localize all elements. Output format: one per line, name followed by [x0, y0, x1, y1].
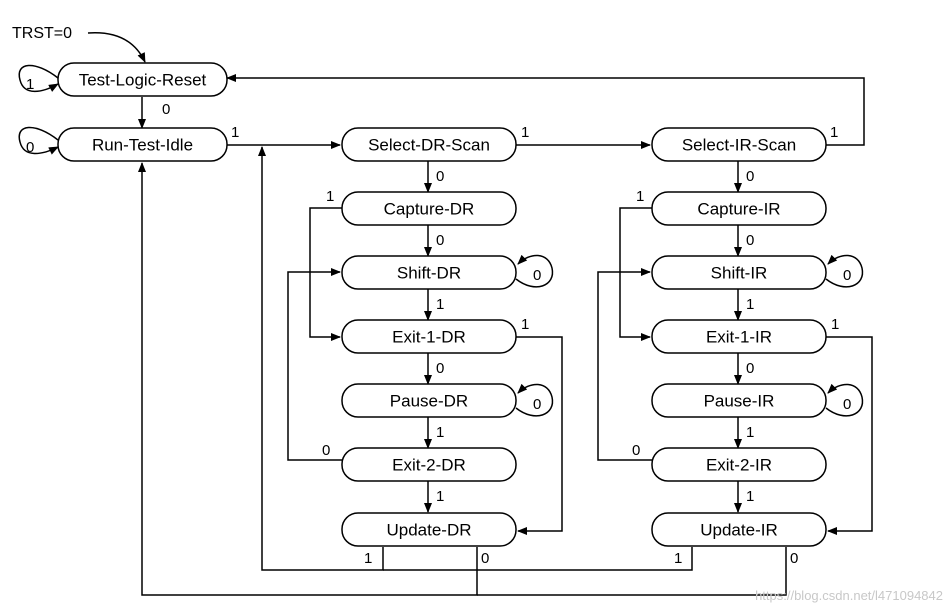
state-select-dr-scan: Select-DR-Scan [341, 127, 517, 162]
label-e1dr-pdr: 0 [436, 360, 444, 377]
label-rti-loop: 0 [26, 139, 34, 156]
label-sir-tlr: 1 [830, 124, 838, 141]
label-udr-0: 0 [481, 550, 489, 567]
edge-udr-sdr [258, 146, 384, 571]
edge-e2ir-shir [597, 268, 652, 461]
label-rti-sdr: 1 [231, 124, 239, 141]
label-cdr-shdr: 0 [436, 232, 444, 249]
label-uir-1: 1 [674, 550, 682, 567]
trst-arrow [87, 32, 146, 63]
state-label: Pause-DR [390, 392, 468, 411]
edge-e1ir-uir [826, 336, 873, 535]
label-pdr-loop: 0 [533, 396, 541, 413]
label-sir-cir: 0 [746, 168, 754, 185]
state-exit1-dr: Exit-1-DR [341, 319, 517, 354]
state-label: Test-Logic-Reset [79, 71, 207, 90]
state-label: Capture-IR [697, 200, 780, 219]
state-exit2-ir: Exit-2-IR [651, 447, 827, 482]
label-uir-0: 0 [790, 550, 798, 567]
label-sdr-cdr: 0 [436, 168, 444, 185]
state-label: Select-DR-Scan [368, 136, 490, 155]
state-run-test-idle: Run-Test-Idle [57, 127, 228, 162]
shdr-self-loop [515, 254, 554, 288]
edge-uir-rti [477, 547, 787, 596]
state-label: Update-DR [386, 521, 471, 540]
pir-self-loop [825, 383, 864, 417]
label-shir-loop: 0 [843, 267, 851, 284]
state-shift-dr: Shift-DR [341, 255, 517, 290]
tlr-self-loop [18, 64, 59, 93]
label-cir-shir: 0 [746, 232, 754, 249]
edge-e2dr-shdr [287, 268, 342, 461]
state-pause-ir: Pause-IR [651, 383, 827, 418]
state-capture-ir: Capture-IR [651, 191, 827, 226]
edge-uir-sdr [383, 547, 693, 571]
label-e1ir-pir: 0 [746, 360, 754, 377]
label-pir-loop: 0 [843, 396, 851, 413]
state-label: Shift-IR [711, 264, 768, 283]
label-cdr-e1dr: 1 [326, 188, 334, 205]
state-label: Shift-DR [397, 264, 461, 283]
state-exit2-dr: Exit-2-DR [341, 447, 517, 482]
state-capture-dr: Capture-DR [341, 191, 517, 226]
state-label: Exit-1-DR [392, 328, 466, 347]
edge-sir-tlr [226, 74, 865, 146]
label-shdr-e1dr: 1 [436, 296, 444, 313]
label-e1dr-udr: 1 [521, 316, 529, 333]
label-tlr-loop: 1 [26, 76, 34, 93]
state-update-ir: Update-IR [651, 512, 827, 547]
trst-label: TRST=0 [12, 25, 72, 42]
state-pause-dr: Pause-DR [341, 383, 517, 418]
state-test-logic-reset: Test-Logic-Reset [57, 62, 228, 97]
label-e1ir-uir: 1 [831, 316, 839, 333]
label-tlr-rti: 0 [162, 101, 170, 118]
label-shdr-loop: 0 [533, 267, 541, 284]
state-label: Update-IR [700, 521, 777, 540]
label-e2dr-shdr: 0 [322, 442, 330, 459]
state-label: Exit-2-DR [392, 456, 466, 475]
shir-self-loop [825, 254, 864, 288]
state-label: Pause-IR [704, 392, 775, 411]
label-pir-e2ir: 1 [746, 424, 754, 441]
state-label: Run-Test-Idle [92, 136, 193, 155]
state-update-dr: Update-DR [341, 512, 517, 547]
state-label: Capture-DR [384, 200, 475, 219]
watermark: https://blog.csdn.net/l471094842 [755, 588, 943, 603]
rti-self-loop [18, 126, 59, 155]
edge-e1dr-udr [516, 336, 563, 535]
label-e2ir-shir: 0 [632, 442, 640, 459]
label-cir-e1ir: 1 [636, 188, 644, 205]
state-select-ir-scan: Select-IR-Scan [651, 127, 827, 162]
label-udr-1: 1 [364, 550, 372, 567]
state-label: Exit-2-IR [706, 456, 772, 475]
state-label: Exit-1-IR [706, 328, 772, 347]
label-shir-e1ir: 1 [746, 296, 754, 313]
label-e2ir-uir: 1 [746, 488, 754, 505]
pdr-self-loop [515, 383, 554, 417]
state-label: Select-IR-Scan [682, 136, 796, 155]
state-exit1-ir: Exit-1-IR [651, 319, 827, 354]
label-e2dr-udr: 1 [436, 488, 444, 505]
label-sdr-sir: 1 [521, 124, 529, 141]
label-pdr-e2dr: 1 [436, 424, 444, 441]
state-shift-ir: Shift-IR [651, 255, 827, 290]
edge-udr-rti [138, 162, 478, 596]
